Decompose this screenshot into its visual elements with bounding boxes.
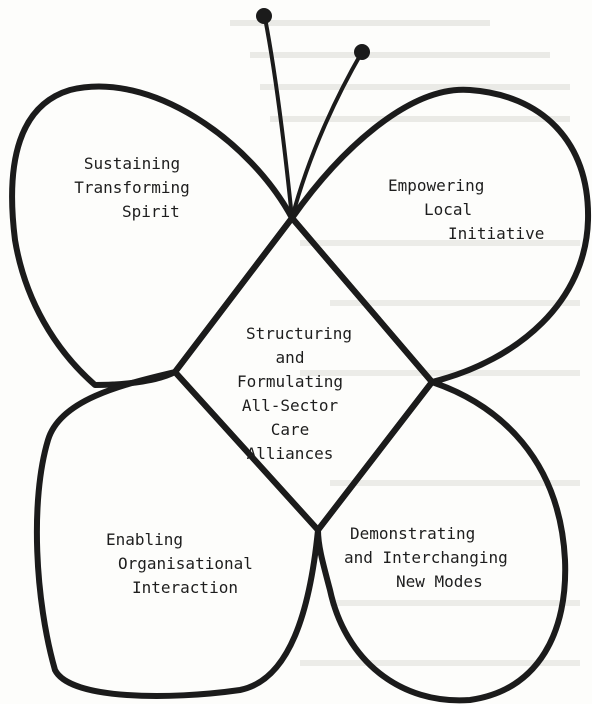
lower-left-wing [33, 369, 321, 699]
label-line: Demonstrating [350, 524, 476, 543]
label-line: Care [270, 420, 310, 439]
label-line: Initiative [448, 224, 545, 243]
bleed-line [270, 116, 570, 122]
label-line: Empowering [388, 176, 485, 195]
bleed-line [230, 20, 490, 26]
bleed-line [260, 84, 570, 90]
background-texture [230, 20, 580, 666]
label-line: and Interchanging [344, 548, 508, 567]
label-line: Formulating [237, 372, 343, 391]
label-line: Enabling [106, 530, 184, 549]
lower-right-wing [315, 379, 569, 704]
bleed-line [300, 370, 580, 376]
center-diamond [172, 215, 435, 533]
bleed-line [250, 52, 550, 58]
bleed-line [330, 600, 580, 606]
upper-right-wing-label: Empowering Local Initiative [388, 174, 578, 246]
bleed-line [330, 480, 580, 486]
bleed-line [330, 300, 580, 306]
label-line: New Modes [396, 572, 483, 591]
right-antenna-tip [354, 44, 370, 60]
upper-right-wing [289, 86, 592, 385]
lower-left-wing-label: Enabling Organisational Interaction [100, 528, 290, 600]
bleed-line [300, 660, 580, 666]
bleed-line [300, 240, 580, 246]
lower-right-wing-label: Demonstrating and Interchanging New Mode… [344, 522, 554, 594]
label-line: Alliances [246, 444, 334, 463]
right-antenna [290, 50, 364, 220]
label-line: All-Sector [241, 396, 339, 415]
label-line: Transforming [74, 178, 190, 197]
left-antenna-tip [256, 8, 272, 24]
label-line: Organisational [118, 554, 253, 573]
label-line: Interaction [132, 578, 238, 597]
label-line: and [275, 348, 305, 367]
upper-left-wing [9, 83, 295, 388]
label-line: Spirit [122, 202, 180, 221]
label-line: Sustaining [83, 154, 181, 173]
label-line: Structuring [246, 324, 352, 343]
label-line: Local [424, 200, 473, 219]
left-antenna [263, 16, 294, 220]
upper-left-wing-label: Sustaining Transforming Spirit [52, 152, 212, 224]
center-label: Structuring and Formulating All-Sector C… [205, 322, 375, 466]
